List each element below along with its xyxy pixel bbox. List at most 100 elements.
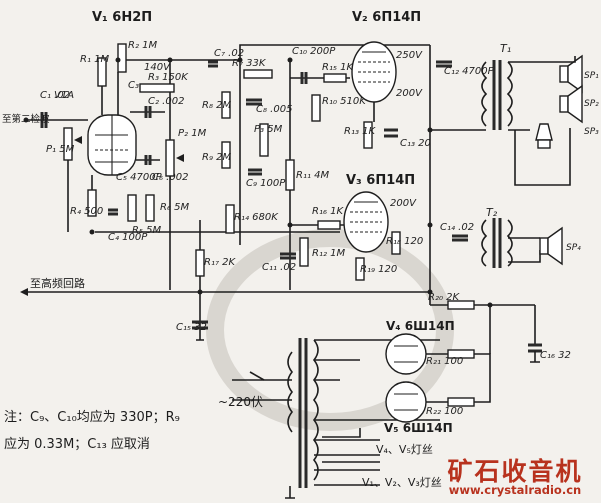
resistor-r8 — [221, 91, 231, 119]
r19-label: R₁₉ 120 — [360, 264, 397, 275]
c15-label: C₁₅ 32 — [176, 322, 207, 333]
p1-label: P₁ 5M — [46, 144, 75, 155]
design-note: 注：C₉、C₁₀均应为 330P；R₉ 应为 0.33M；C₁₃ 应取消 — [4, 404, 274, 458]
watermark-seal — [206, 229, 454, 431]
resistor-r16 — [317, 220, 341, 230]
r2-label: R₂ 1M — [128, 40, 157, 51]
tube-v5 — [385, 381, 427, 423]
r8-label: R₈ 2M — [202, 100, 231, 111]
v3-label: V₃ 6Π14Π — [346, 173, 415, 188]
high-freq-label: 至高频回路 — [30, 276, 85, 290]
resistor-r22 — [447, 397, 475, 407]
speaker-sp3 — [535, 123, 553, 149]
r21-label: R₂₁ 100 — [426, 356, 463, 367]
resistor-r5 — [127, 194, 137, 222]
voltage-200v-a: 200V — [396, 88, 423, 99]
resistor-r13 — [363, 121, 373, 149]
c4-label: C₄ 100P — [108, 232, 148, 243]
c1-label: C₁ .02 — [40, 90, 70, 101]
potentiometer-p2[interactable] — [165, 139, 175, 177]
c13-label: C₁₃ 20 — [400, 138, 431, 149]
sp3-label: SP₃ — [584, 127, 599, 137]
r14-label: R₁₄ 680K — [234, 212, 279, 223]
resistor-r9 — [221, 141, 231, 169]
power-transformer — [287, 338, 319, 488]
r3-label: R₃ 150K — [148, 72, 189, 83]
c14-label: C₁₄ .02 — [440, 222, 474, 233]
sp4-label: SP₄ — [566, 243, 581, 253]
r17-label: R₁₇ 2K — [204, 257, 237, 268]
r15-label: R₁₅ 1K — [322, 62, 355, 73]
p2-label: P₂ 1M — [178, 128, 207, 139]
c12-label: C₁₂ 4700P — [444, 66, 495, 77]
r4-label: R₄ 500 — [70, 206, 103, 217]
r10-label: R₁₀ 510K — [322, 96, 367, 107]
r1-label: R₁ 1M — [80, 54, 109, 65]
resistor-r11 — [285, 159, 295, 191]
r7-label: R₇ 33K — [232, 58, 267, 69]
voltage-250v: 250V — [396, 50, 423, 61]
speaker-sp4 — [539, 226, 563, 266]
heater-label-2: V₁、V₂、V₃灯丝 — [362, 476, 442, 489]
input-terminal-icon — [23, 117, 29, 123]
resistor-r20 — [447, 300, 475, 310]
resistor-r3 — [139, 83, 175, 93]
svg-text:V1A: V1A — [54, 90, 74, 101]
c2-label: C₂ .002 — [148, 96, 184, 107]
resistor-r17 — [195, 249, 205, 277]
c7-label: C₇ .02 — [214, 48, 244, 59]
arrow-left-icon — [20, 288, 28, 296]
heater-label-1: V₄、V₅灯丝 — [376, 443, 433, 456]
c5-label: C₅ 4700P — [116, 172, 163, 183]
resistor-r6 — [145, 194, 155, 222]
r22-label: R₂₂ 100 — [426, 406, 463, 417]
speaker-sp2 — [559, 84, 583, 124]
resistor-r12 — [299, 237, 309, 267]
c9-label: C₉ 100P — [246, 178, 286, 189]
c16-label: C₁₆ 32 — [540, 350, 571, 361]
t2-label: T₂ — [486, 206, 498, 219]
t1-label: T₁ — [500, 42, 511, 55]
r5-label: R₅ 5M — [132, 225, 161, 236]
p1-wiper-icon — [74, 136, 82, 144]
resistor-r10 — [311, 94, 321, 122]
mains-label: ~220伏 — [218, 395, 263, 409]
sp1-label: SP₁ — [584, 71, 599, 81]
speaker-sp1 — [559, 54, 583, 94]
note-line-1: 注：C₉、C₁₀均应为 330P；R₉ — [4, 410, 180, 425]
r11-label: R₁₁ 4M — [296, 170, 330, 181]
note-line-2: 应为 0.33M；C₁₃ 应取消 — [4, 437, 150, 452]
c8-label: C₈ .005 — [256, 104, 292, 115]
logo-url[interactable]: www.crystalradio.cn — [448, 483, 582, 497]
potentiometer-p3[interactable] — [259, 123, 269, 157]
v2-label: V₂ 6Π14Π — [352, 10, 421, 25]
resistor-r14 — [225, 204, 235, 234]
sp2-label: SP₂ — [584, 99, 599, 109]
voltage-200v-b: 200V — [390, 198, 417, 209]
tube-v4 — [385, 333, 427, 375]
resistor-r15 — [323, 73, 347, 83]
p3-label: P₃ 5M — [254, 124, 283, 135]
r12-label: R₁₂ 1M — [312, 248, 346, 259]
c10-label: C₁₀ 200P — [292, 46, 336, 57]
voltage-140v: 140V — [144, 62, 171, 73]
resistor-r18 — [391, 231, 401, 255]
tube-v1 — [87, 114, 137, 176]
r18-label: R₁₈ 120 — [386, 236, 423, 247]
r13-label: R₁₃ 1K — [344, 126, 377, 137]
tube-v3 — [343, 191, 389, 253]
r16-label: R₁₆ 1K — [312, 206, 345, 217]
r6-label: R₆ 5M — [160, 202, 189, 213]
site-logo: 矿石收音机 www.crystalradio.cn — [432, 452, 598, 500]
p2-wiper-icon — [176, 154, 184, 162]
c6-label: C₆ .002 — [152, 172, 188, 183]
transformer-t1 — [481, 60, 513, 130]
junctions — [89, 57, 493, 308]
r9-label: R₉ 2M — [202, 152, 231, 163]
v4-label: V₄ 6Ш14Π — [386, 319, 455, 333]
resistor-r19 — [355, 257, 365, 281]
c3-label: C₃ — [128, 80, 139, 91]
r20-label: R₂₀ 2K — [428, 292, 461, 303]
